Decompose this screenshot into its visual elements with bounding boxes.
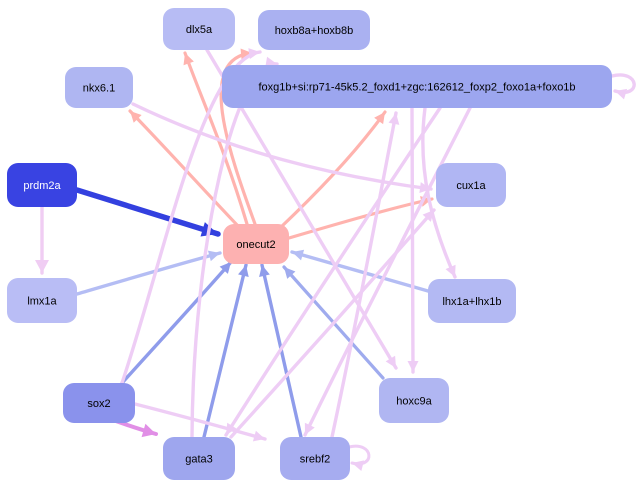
arrowhead-icon (374, 112, 385, 125)
arrowhead-icon (385, 355, 396, 368)
edge-srebf2-to-foxg1b (330, 111, 400, 439)
node-box-nkx6_1[interactable] (65, 67, 133, 108)
graph-node-foxg1b[interactable]: foxg1b+si:rp71-45k5.2_foxd1+zgc:162612_f… (222, 65, 612, 108)
edge-prdm2a-to-onecut2 (74, 187, 221, 237)
node-label-hoxc9a: hoxc9a (396, 396, 432, 408)
arrowhead-icon (252, 430, 265, 442)
arrowhead-icon (419, 182, 431, 194)
edge-lmx1a-to-onecut2 (75, 250, 222, 296)
edge-foxg1b-to-srebf2 (303, 106, 472, 437)
node-label-onecut2: onecut2 (236, 239, 275, 251)
node-box-srebf2[interactable] (280, 437, 350, 480)
arrowhead-icon (292, 249, 305, 261)
node-box-gata3[interactable] (163, 437, 235, 480)
arrowhead-icon (248, 48, 260, 59)
edge-sox2-to-onecut2 (120, 260, 233, 385)
node-label-lhx1a_lhx1b: lhx1a+lhx1b (442, 296, 501, 308)
node-label-nkx6_1: nkx6.1 (83, 83, 115, 95)
arrowhead-icon (407, 361, 419, 372)
edge-srebf2-to-srebf2 (347, 444, 371, 472)
arrowhead-icon (388, 113, 400, 125)
arrowhead-icon (615, 88, 628, 100)
edge-nkx6_1-to-cux1a (131, 102, 433, 194)
edge-onecut2-to-cux1a (287, 196, 434, 240)
node-label-foxg1b: foxg1b+si:rp71-45k5.2_foxd1+zgc:162612_f… (258, 82, 575, 94)
edge-onecut2-to-nkx6_1 (128, 109, 240, 228)
node-box-cux1a[interactable] (436, 163, 506, 207)
node-box-lmx1a[interactable] (7, 278, 77, 323)
node-label-dlx5a: dlx5a (186, 24, 213, 36)
node-box-sox2[interactable] (63, 383, 135, 423)
graph-node-cux1a[interactable]: cux1a (436, 163, 506, 207)
graph-node-onecut2[interactable]: onecut2 (223, 224, 289, 264)
graph-node-sox2[interactable]: sox2 (63, 383, 135, 423)
graph-node-srebf2[interactable]: srebf2 (280, 437, 350, 480)
node-box-foxg1b[interactable] (222, 65, 612, 108)
edge-gata3-to-onecut2 (202, 263, 249, 439)
node-label-lmx1a: lmx1a (27, 296, 57, 308)
edge-onecut2-to-hoxb8a_hoxb8b (219, 48, 257, 226)
node-label-gata3: gata3 (185, 454, 213, 466)
node-box-lhx1a_lhx1b[interactable] (428, 279, 516, 323)
arrowhead-icon (141, 423, 156, 438)
graph-node-hoxc9a[interactable]: hoxc9a (379, 378, 449, 423)
edge-foxg1b-to-foxg1b (610, 73, 636, 100)
arrowhead-icon (219, 262, 231, 274)
node-box-dlx5a[interactable] (163, 8, 235, 50)
edge-prdm2a-to-lmx1a (35, 205, 49, 275)
arrowhead-icon (304, 422, 315, 435)
graph-node-dlx5a[interactable]: dlx5a (163, 8, 235, 50)
node-box-prdm2a[interactable] (7, 163, 77, 207)
arrowhead-icon (226, 422, 237, 435)
arrowhead-icon (240, 48, 252, 60)
edge-foxg1b-to-gata3 (224, 106, 442, 437)
arrowhead-icon (183, 53, 194, 66)
node-box-hoxc9a[interactable] (379, 378, 449, 423)
edge-foxg1b-to-lhx1a_lhx1b (421, 106, 457, 279)
arrowhead-icon (284, 267, 296, 279)
arrowhead-icon (265, 56, 277, 68)
graph-node-gata3[interactable]: gata3 (163, 437, 235, 480)
arrowhead-icon (445, 264, 456, 277)
edge-sox2-to-hoxb8a_hoxb8b (120, 48, 262, 385)
node-label-srebf2: srebf2 (300, 454, 331, 466)
node-box-onecut2[interactable] (223, 224, 289, 264)
node-label-hoxb8a_hoxb8b: hoxb8a+hoxb8b (275, 25, 354, 37)
arrowhead-icon (238, 265, 249, 277)
edge-sox2-to-srebf2 (133, 402, 267, 442)
arrowhead-icon (422, 210, 434, 222)
node-label-prdm2a: prdm2a (23, 180, 61, 192)
edge-onecut2-to-foxg1b (278, 110, 387, 230)
arrowhead-icon (207, 250, 220, 262)
arrowhead-icon (35, 260, 49, 273)
arrowhead-icon (130, 111, 142, 123)
edge-lhx1a_lhx1b-to-onecut2 (290, 249, 430, 293)
graph-node-prdm2a[interactable]: prdm2a (7, 163, 77, 207)
graph-node-hoxb8a_hoxb8b[interactable]: hoxb8a+hoxb8b (258, 10, 370, 50)
edge-gata3-to-cux1a (229, 208, 436, 439)
edge-onecut2-to-dlx5a (183, 51, 249, 226)
graph-node-lhx1a_lhx1b[interactable]: lhx1a+lhx1b (428, 279, 516, 323)
node-label-sox2: sox2 (87, 398, 110, 410)
node-box-hoxb8a_hoxb8b[interactable] (258, 10, 370, 50)
arrowhead-icon (352, 460, 365, 472)
node-label-cux1a: cux1a (456, 180, 486, 192)
graph-node-lmx1a[interactable]: lmx1a (7, 278, 77, 323)
edge-foxg1b-to-hoxc9a (407, 106, 419, 374)
graph-node-nkx6_1[interactable]: nkx6.1 (65, 67, 133, 108)
arrowhead-icon (259, 265, 270, 277)
